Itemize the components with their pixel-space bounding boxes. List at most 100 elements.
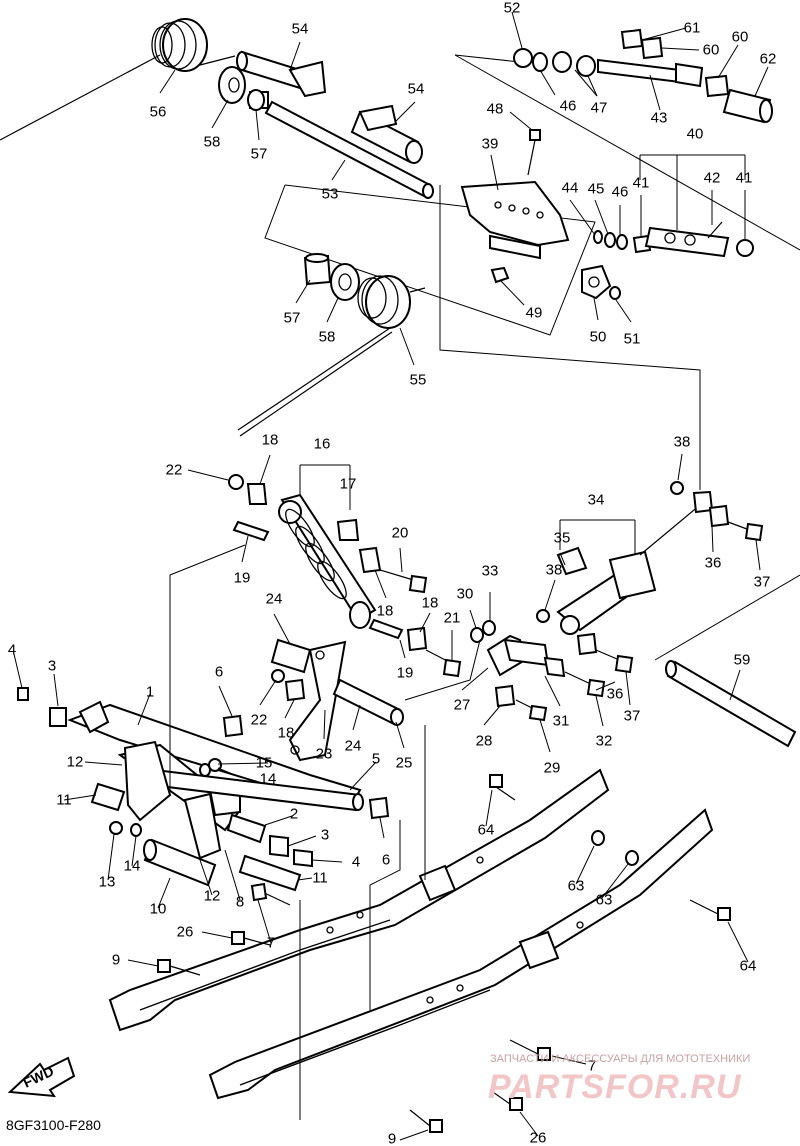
callout: 16 <box>314 436 331 453</box>
bolt-36a <box>564 671 606 698</box>
nut-47a <box>552 51 572 73</box>
washer-14b <box>199 763 211 777</box>
watermark: ЗАПЧАСТИ И АКСЕССУАРЫ ДЛЯ МОТОТЕХНИКИ PA… <box>488 1053 750 1106</box>
shaft-53 <box>264 100 434 199</box>
bushing-60b <box>704 74 730 98</box>
bushing-18a <box>246 483 268 505</box>
shaft-10 <box>143 838 217 887</box>
callout: 35 <box>554 530 571 547</box>
bolt-37a <box>727 521 764 542</box>
callout: 23 <box>316 746 333 763</box>
callout: 12 <box>204 888 221 905</box>
callout: 46 <box>612 184 629 201</box>
callout: 24 <box>266 591 283 608</box>
bushing-57b <box>303 253 332 286</box>
bolt-4b <box>293 848 313 868</box>
callout: 64 <box>740 958 757 975</box>
washer-45 <box>604 232 616 248</box>
bushing-41b <box>736 239 754 257</box>
bushing-60a <box>640 36 664 60</box>
callout: 60 <box>732 29 749 46</box>
nut-33 <box>482 620 496 636</box>
bushing-6b <box>368 796 390 820</box>
bolt-31 <box>528 704 548 722</box>
callout: 26 <box>530 1130 547 1146</box>
callout: 18 <box>422 595 439 612</box>
bushing-3a <box>49 707 67 727</box>
nipple-42 <box>707 221 723 239</box>
callout: 57 <box>284 310 301 327</box>
callout: 4 <box>8 642 16 659</box>
callout: 36 <box>705 555 722 572</box>
callout: 1 <box>146 684 154 701</box>
washer-14a <box>130 823 142 837</box>
bolt-21 <box>425 649 462 678</box>
callout: 41 <box>736 170 753 187</box>
callout: 5 <box>372 751 380 768</box>
callout: 25 <box>396 755 413 772</box>
bushing-18b <box>358 546 382 574</box>
callout: 54 <box>408 81 425 98</box>
callout: 9 <box>112 952 120 969</box>
callout: 14 <box>124 858 141 875</box>
collar-54a <box>236 50 327 98</box>
callout: 57 <box>251 146 268 163</box>
rod-43 <box>597 58 704 88</box>
callout: 55 <box>410 372 427 389</box>
nut-30 <box>470 627 484 643</box>
callout: 6 <box>215 664 223 681</box>
callout: 53 <box>322 186 339 203</box>
callout: 32 <box>596 733 613 750</box>
nut-22a <box>228 474 244 490</box>
callout: 42 <box>704 170 721 187</box>
watermark-brand: PARTSFOR.RU <box>488 1068 742 1106</box>
spring-55 <box>237 275 426 437</box>
callout: 36 <box>607 686 624 703</box>
callout: 49 <box>526 305 543 322</box>
fwd-arrow-icon: FWD <box>7 1056 76 1098</box>
callout: 7 <box>588 1058 596 1075</box>
callout: 62 <box>760 51 777 68</box>
callout: 52 <box>504 0 521 17</box>
callout: 43 <box>651 110 668 127</box>
callout: 48 <box>487 101 504 118</box>
bolt-26b <box>489 1089 523 1111</box>
stopper-50 <box>581 264 612 300</box>
cover-17 <box>336 518 360 541</box>
bushing-41a <box>632 234 652 254</box>
callout: 21 <box>444 610 461 627</box>
bolt-7b <box>509 1039 551 1061</box>
callout: 22 <box>251 712 268 729</box>
washer-58b <box>330 263 360 301</box>
bushing-2 <box>226 813 267 844</box>
nut-15 <box>208 758 222 772</box>
callout: 38 <box>546 562 563 579</box>
callout: 13 <box>99 874 116 891</box>
callout: 59 <box>734 652 751 669</box>
nut-49 <box>490 266 510 284</box>
collar-54b <box>350 104 423 164</box>
boot-35 <box>556 546 588 576</box>
bushing-11a <box>90 782 126 812</box>
washer-58a <box>218 66 246 104</box>
bolt-7a <box>250 882 291 906</box>
callout: 39 <box>482 136 499 153</box>
callout: 30 <box>457 586 474 603</box>
callout: 38 <box>674 434 691 451</box>
slide-rail-right <box>208 808 714 1100</box>
callout: 7 <box>267 935 275 952</box>
callout: 50 <box>590 329 607 346</box>
callout: 10 <box>150 901 167 918</box>
callout: 29 <box>544 760 561 777</box>
callout: 11 <box>56 792 72 809</box>
sleeve-62 <box>722 88 773 124</box>
callout: 28 <box>476 733 493 750</box>
callout: 54 <box>292 21 309 38</box>
callout: 22 <box>166 462 183 479</box>
bolt-9a <box>157 959 201 976</box>
watermark-tagline: ЗАПЧАСТИ И АКСЕССУАРЫ ДЛЯ МОТОТЕХНИКИ <box>490 1053 750 1065</box>
bolt-26a <box>231 931 271 946</box>
tube-59 <box>665 660 797 748</box>
leader-lines <box>13 11 769 1141</box>
